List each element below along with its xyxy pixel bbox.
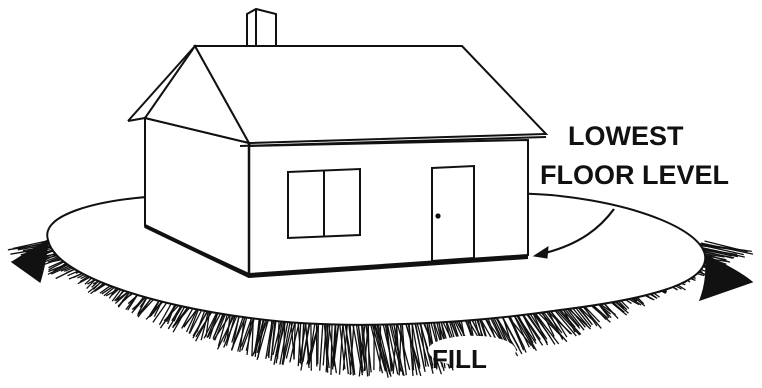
fill-hatch-stroke (325, 323, 331, 373)
fill-hatch-stroke (300, 319, 311, 371)
house-window (287, 167, 361, 240)
fill-hatch-stroke (297, 316, 302, 367)
fill-hatch-stroke (419, 321, 427, 367)
fill-shadow-right (698, 253, 754, 302)
fill-hatch-stroke (386, 325, 399, 375)
house-roof (193, 45, 549, 145)
fill-hatch-stroke (419, 321, 434, 374)
fill-hatch-stroke (358, 322, 366, 377)
fill-hatch-stroke (386, 322, 392, 372)
fill-hatch-stroke (379, 325, 382, 372)
fill-hatch-stroke (308, 321, 320, 365)
lowest-floor-label-line1: LOWEST (568, 121, 684, 151)
fill-hatch-stroke (395, 322, 400, 371)
fill-hatch-stroke (279, 316, 290, 365)
fill-hatch-stroke (700, 244, 744, 256)
fill-hatch-stroke (349, 321, 355, 375)
fill-hatch-stroke (285, 317, 297, 359)
fill-hatch-stroke (331, 323, 336, 370)
fill-hatch-stroke (282, 316, 295, 366)
fill-hatch-stroke (411, 321, 421, 367)
fill-hatch-stroke (319, 322, 324, 371)
fill-hatch-stroke (361, 322, 369, 377)
fill-hatch-stroke (414, 320, 426, 369)
fill-hatch-stroke (342, 324, 348, 371)
fill-label-backing (428, 335, 516, 367)
fill-hatch-stroke (338, 323, 344, 375)
fill-hatch-stroke (426, 320, 434, 369)
fill-hatch-stroke (281, 317, 292, 365)
fill-hatch-stroke (363, 325, 369, 372)
fill-hatch-stroke (704, 240, 748, 253)
fill-hatch-stroke (299, 319, 307, 364)
fill-hatch-stroke (376, 324, 389, 378)
fill-label: FILL (432, 344, 487, 374)
fill-hatch-stroke (308, 319, 317, 365)
roof-eave-left-inner (127, 117, 146, 122)
fill-shadow-left (10, 238, 49, 284)
fill-hatch-stroke (411, 320, 415, 371)
house-foundation-line (144, 224, 529, 279)
lowest-floor-pointer-arrow (544, 208, 615, 255)
fill-hatch-stroke (322, 322, 328, 366)
fill-hatch-stroke (700, 242, 754, 255)
fill-hatch-stroke (332, 321, 340, 367)
lowest-floor-arrowhead (532, 246, 549, 259)
fill-hatch-stroke (273, 316, 284, 365)
fill-hatch-stroke (696, 245, 745, 258)
fill-hatch-stroke (398, 325, 402, 376)
fill-hatch-stroke (256, 315, 271, 360)
lowest-floor-label-line2: FLOOR LEVEL (540, 160, 729, 190)
house-door (431, 164, 475, 263)
fill-hatch-stroke (392, 323, 398, 374)
roof-eave-left (127, 45, 196, 122)
fill-hatch-stroke (289, 319, 301, 363)
fill-hatch-stroke (12, 240, 47, 250)
fill-hatch-stroke (367, 324, 370, 376)
fill-hatch-stroke (275, 316, 288, 357)
fill-hatch-stroke (357, 325, 364, 373)
fill-hatch-stroke (401, 325, 406, 368)
